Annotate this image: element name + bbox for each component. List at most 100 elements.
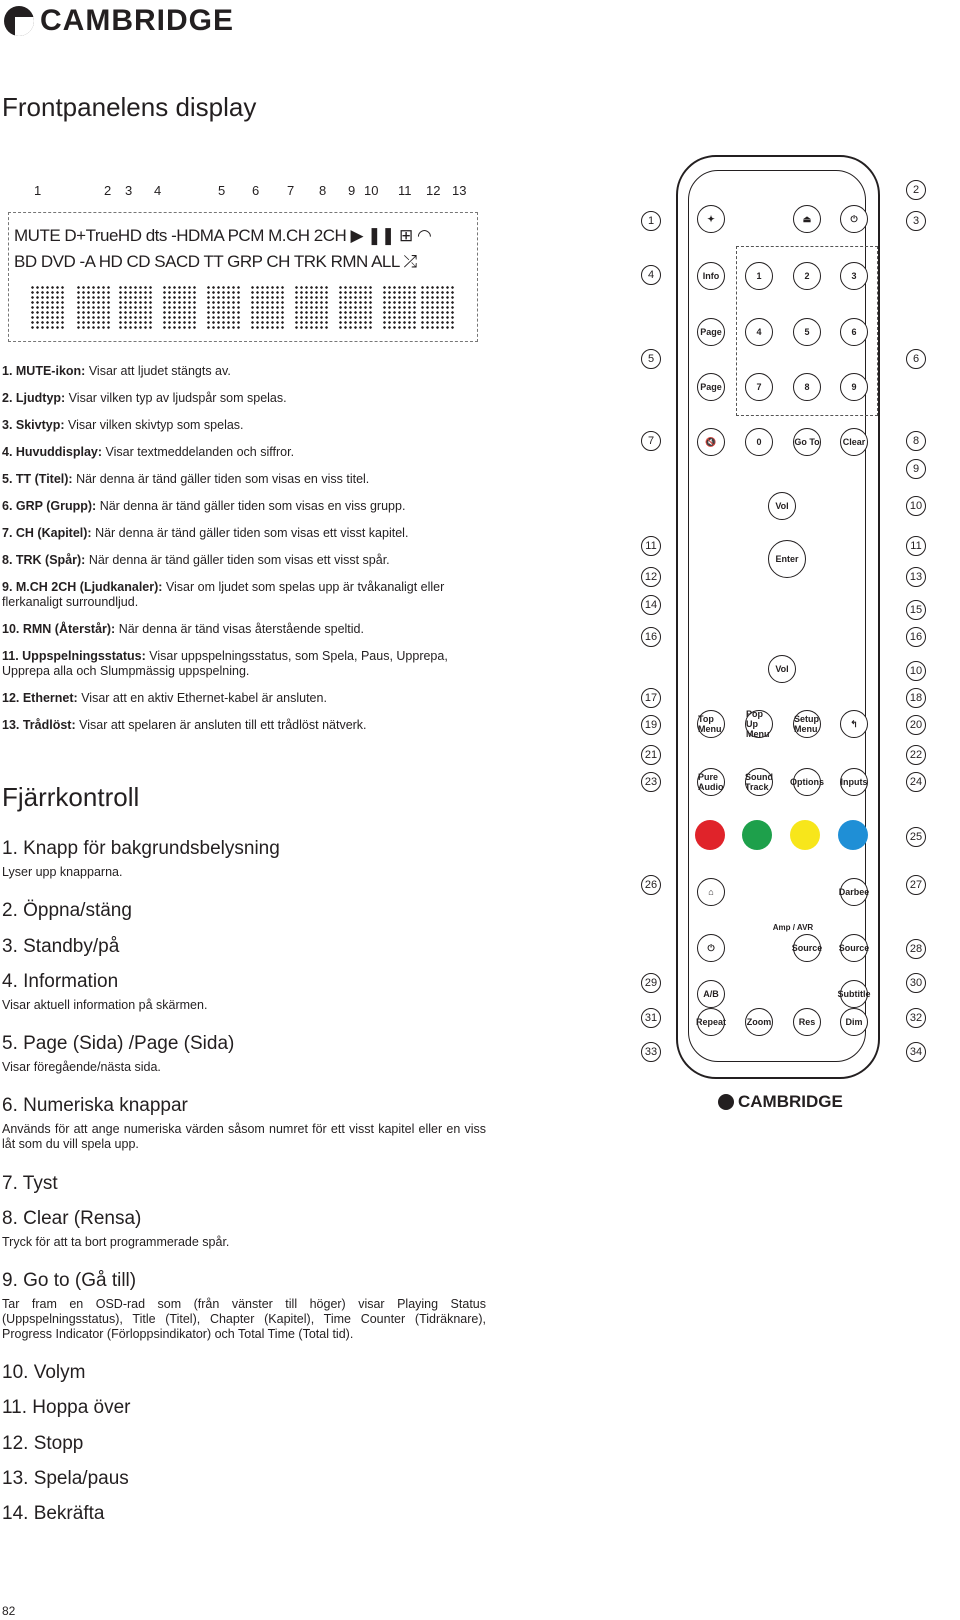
remote-button-3[interactable]: 3 xyxy=(840,262,868,290)
remote-button-9[interactable]: 9 xyxy=(840,373,868,401)
item-text: Visar att en aktiv Ethernet-kabel är ans… xyxy=(77,691,327,705)
remote-button-clear[interactable]: Clear xyxy=(840,428,868,456)
item-text: Visar textmeddelanden och siffror. xyxy=(102,445,295,459)
remote-button-res[interactable]: Res xyxy=(793,1008,821,1036)
color-button-yellow[interactable] xyxy=(790,820,820,850)
list-item: 4. Huvuddisplay: Visar textmeddelanden o… xyxy=(2,445,486,460)
remote-button-4[interactable]: 4 xyxy=(745,318,773,346)
remote-button-6[interactable]: 6 xyxy=(840,318,868,346)
front-panel-display xyxy=(8,212,478,342)
remote-button-subtitle[interactable]: Subtitle xyxy=(838,980,871,1008)
remote-button-setup-menu[interactable]: Setup Menu xyxy=(793,710,821,738)
mute-icon[interactable]: 🔇 xyxy=(697,428,725,456)
remote-button-pop-up-menu[interactable]: Pop Up Menu xyxy=(745,709,773,739)
remote-button-5[interactable]: 5 xyxy=(793,318,821,346)
item-label: 3. Skivtyp: xyxy=(2,418,65,432)
item-label: 11. Uppspelningsstatus: xyxy=(2,649,146,663)
callout-number: 9 xyxy=(906,459,926,479)
remote-button-7[interactable]: 7 xyxy=(745,373,773,401)
remote-brand-logo: CAMBRIDGE xyxy=(718,1092,843,1112)
segment-digit xyxy=(162,285,196,329)
remote-item-heading: 2. Öppna/stäng xyxy=(2,900,132,921)
display-number: 10 xyxy=(364,183,379,198)
remote-button-source[interactable]: Source xyxy=(839,934,869,962)
color-button-blue[interactable] xyxy=(838,820,868,850)
callout-number: 3 xyxy=(906,211,926,231)
callout-number: 33 xyxy=(641,1042,661,1062)
remote-button-vol[interactable]: Vol xyxy=(768,655,796,683)
remote-button-page[interactable]: Page xyxy=(697,373,725,401)
callout-number: 21 xyxy=(641,745,661,765)
callout-number: 5 xyxy=(641,349,661,369)
item-label: 9. M.CH 2CH (Ljudkanaler): xyxy=(2,580,163,594)
remote-button-sound-track[interactable]: Sound Track xyxy=(745,768,773,796)
remote-item-heading: 14. Bekräfta xyxy=(2,1503,105,1524)
color-button-green[interactable] xyxy=(742,820,772,850)
remote-button-options[interactable]: Options xyxy=(790,768,824,796)
color-button-red[interactable] xyxy=(695,820,725,850)
remote-button-vol[interactable]: Vol xyxy=(768,492,796,520)
callout-number: 13 xyxy=(906,567,926,587)
callout-number: 26 xyxy=(641,875,661,895)
remote-button-zoom[interactable]: Zoom xyxy=(745,1008,773,1036)
remote-item-heading: 10. Volym xyxy=(2,1362,86,1383)
callout-number: 31 xyxy=(641,1008,661,1028)
remote-item-desc: Tryck för att ta bort programmerade spår… xyxy=(2,1235,230,1249)
segment-digit xyxy=(420,285,454,329)
display-number: 12 xyxy=(426,183,441,198)
remote-button-1[interactable]: 1 xyxy=(745,262,773,290)
return-icon[interactable]: ↰ xyxy=(840,710,868,738)
list-item: 3. Skivtyp: Visar vilken skivtyp som spe… xyxy=(2,418,486,433)
item-text: När denna är tänd gäller tiden som visas… xyxy=(91,526,409,540)
remote-button-page[interactable]: Page xyxy=(697,318,725,346)
remote-item-heading: 3. Standby/på xyxy=(2,936,120,957)
wifi-icon: ◠ xyxy=(417,226,432,245)
remote-button-a-b[interactable]: A/B xyxy=(697,980,725,1008)
callout-number: 32 xyxy=(906,1008,926,1028)
remote-button-pure-audio[interactable]: Pure Audio xyxy=(697,768,725,796)
callout-number: 30 xyxy=(906,973,926,993)
callout-number: 20 xyxy=(906,715,926,735)
remote-button-repeat[interactable]: Repeat xyxy=(696,1008,726,1036)
remote-button-0[interactable]: 0 xyxy=(745,428,773,456)
remote-item-heading: 9. Go to (Gå till) xyxy=(2,1270,137,1291)
callout-number: 11 xyxy=(906,536,926,556)
item-label: 12. Ethernet: xyxy=(2,691,78,705)
power-icon[interactable]: ⏻ xyxy=(840,205,868,233)
amp-power-icon[interactable]: ⏻ xyxy=(697,934,725,962)
callout-number: 22 xyxy=(906,745,926,765)
remote-item-desc: Visar aktuell information på skärmen. xyxy=(2,998,208,1012)
enter-button[interactable]: Enter xyxy=(768,540,806,578)
eject-icon[interactable]: ⏏ xyxy=(793,205,821,233)
remote-button-8[interactable]: 8 xyxy=(793,373,821,401)
remote-item-heading: 11. Hoppa över xyxy=(2,1397,131,1418)
item-label: 8. TRK (Spår): xyxy=(2,553,86,567)
item-label: 1. MUTE-ikon: xyxy=(2,364,86,378)
callout-number: 10 xyxy=(906,496,926,516)
home-icon[interactable]: ⌂ xyxy=(697,878,725,906)
remote-button-go-to[interactable]: Go To xyxy=(793,428,821,456)
display-item-list: 1. MUTE-ikon: Visar att ljudet stängts a… xyxy=(2,364,486,745)
remote-item-heading: 13. Spela/paus xyxy=(2,1468,129,1489)
display-row-2: BD DVD -A HD CD SACD TT GRP CH TRK RMN A… xyxy=(14,252,417,272)
remote-button-dim[interactable]: Dim xyxy=(840,1008,868,1036)
display-callout-numbers: 1 2 3 4 5 6 7 8 9 10 11 12 13 xyxy=(0,183,500,199)
callout-number: 14 xyxy=(641,595,661,615)
remote-item-desc: Används för att ange numeriska värden så… xyxy=(2,1122,486,1151)
backlight-icon[interactable]: ✦ xyxy=(697,205,725,233)
display-number: 7 xyxy=(287,183,295,198)
segment-digit xyxy=(206,285,240,329)
remote-button-source[interactable]: Source xyxy=(792,934,822,962)
item-text: När denna är tänd visas återstående spel… xyxy=(115,622,364,636)
numeric-keypad-outline xyxy=(736,246,878,416)
remote-item-heading: 5. Page (Sida) /Page (Sida) xyxy=(2,1033,235,1054)
remote-button-2[interactable]: 2 xyxy=(793,262,821,290)
item-text: När denna är tänd gäller tiden som visas… xyxy=(72,472,370,486)
list-item: 10. RMN (Återstår): När denna är tänd vi… xyxy=(2,622,486,637)
display-number: 11 xyxy=(398,183,412,198)
remote-button-info[interactable]: Info xyxy=(697,262,725,290)
remote-button-top-menu[interactable]: Top Menu xyxy=(697,710,725,738)
remote-button-inputs[interactable]: Inputs xyxy=(840,768,868,796)
remote-button-darbee[interactable]: Darbee xyxy=(839,878,869,906)
remote-button-amp-avr[interactable]: Amp / AVR xyxy=(768,914,818,940)
